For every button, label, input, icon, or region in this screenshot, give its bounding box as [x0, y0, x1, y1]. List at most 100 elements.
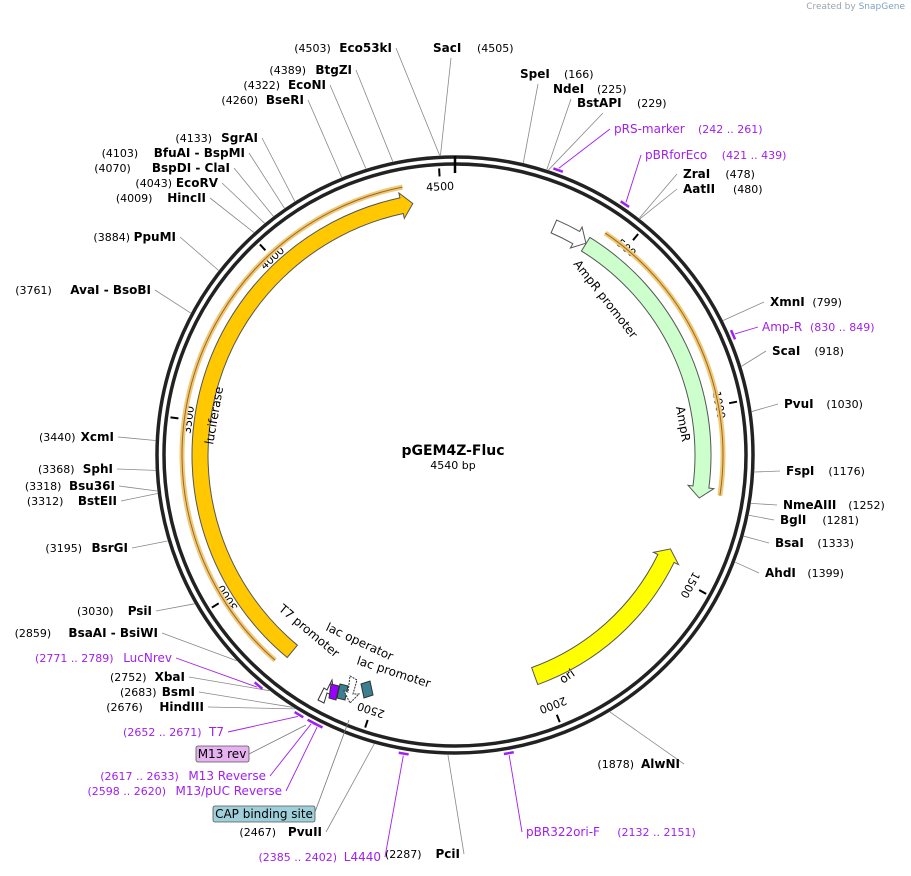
site-hindiii-name: HindIII	[159, 700, 204, 714]
primer-t7: T7(2652 .. 2671)	[123, 711, 304, 739]
primer-l4440-range: (2385 .. 2402)	[258, 851, 337, 864]
site-fspi-name: FspI	[786, 464, 814, 478]
tick-3000	[211, 602, 220, 609]
primer-m13-puc-reverse-leader	[285, 726, 318, 792]
site-bstapi-pos: (229)	[637, 97, 667, 110]
site-btgzi-name: BtgZI	[315, 63, 352, 77]
site-pvuii-name: PvuII	[288, 825, 322, 839]
site-bstapi-leader	[548, 112, 604, 171]
primer-l4440-mark	[398, 751, 409, 756]
site-saci-leader	[440, 57, 452, 156]
site-avai-bsobi-leader	[154, 289, 191, 314]
primer-prs-marker-range: (242 .. 261)	[698, 123, 763, 136]
site-xbai: XbaI(2752)	[110, 670, 270, 692]
site-bsu36i-leader	[118, 485, 158, 492]
site-saci-pos: (4505)	[477, 42, 514, 55]
site-econi-leader	[329, 84, 367, 169]
site-avai-bsobi-name: AvaI - BsoBI	[70, 283, 151, 297]
tick-2000	[555, 714, 561, 723]
site-ecorv: EcoRV(4043)	[135, 176, 265, 224]
site-bstapi-name: BstAPI	[577, 96, 622, 110]
primer-pbr322ori-f: pBR322ori-F(2132 .. 2151)	[503, 751, 696, 839]
site-bsai-leader	[743, 535, 770, 544]
site-bseri-pos: (4260)	[221, 94, 258, 107]
site-bspdi-clai: BspDI - ClaI(4070)	[94, 161, 274, 217]
plasmid-name: pGEM4Z-Fluc	[401, 443, 504, 459]
site-sphi-leader	[116, 468, 156, 471]
site-sgrai: SgrAI(4133)	[175, 131, 296, 202]
site-nmeaiii: NmeAIII(1252)	[751, 498, 885, 512]
primer-l4440-leader	[384, 755, 404, 858]
primer-m13-reverse-range: (2617 .. 2633)	[100, 770, 179, 783]
primer-m13-puc-reverse-name: M13/pUC Reverse	[176, 784, 283, 798]
primer-l4440-name: L4440	[344, 850, 381, 864]
site-ppumi-name: PpuMI	[134, 230, 176, 244]
primer-pbrforeco-leader	[625, 154, 642, 203]
site-xcmi-pos: (3440)	[39, 431, 76, 444]
primer-pbr322ori-f-range: (2132 .. 2151)	[617, 826, 696, 839]
site-eco53ki-name: Eco53kI	[339, 41, 392, 55]
snapgene-credit: Created by SnapGene	[806, 2, 905, 12]
site-bfuai-bspmi-pos: (4103)	[102, 147, 139, 160]
credit-brand: SnapGene	[858, 2, 905, 12]
primer-m13-reverse-leader	[269, 723, 312, 777]
site-bspdi-clai-leader	[233, 167, 274, 217]
primer-pbrforeco: pBRforEco(421 .. 439)	[619, 148, 787, 208]
site-xbai-name: XbaI	[155, 670, 185, 684]
site-eco53ki: Eco53kI(4503)	[294, 41, 441, 156]
site-pvui-name: PvuI	[784, 397, 814, 411]
tick-4000	[259, 243, 267, 252]
site-bspdi-clai-pos: (4070)	[94, 162, 131, 175]
site-btgzi-pos: (4389)	[269, 64, 306, 77]
site-xmni: XmnI(799)	[722, 295, 842, 321]
site-econi: EcoNI (4322)	[243, 78, 367, 169]
lac-promoter-arrow	[336, 683, 349, 701]
site-bfuai-bspmi: BfuAI - BspMI (4103)	[102, 146, 285, 209]
site-ndei-pos: (225)	[597, 83, 627, 96]
site-fspi: FspI(1176)	[754, 464, 865, 478]
site-sphi: SphI(3368)	[38, 462, 156, 476]
site-pcii-pos: (2287)	[385, 848, 422, 861]
site-saci: SacI (4505)	[433, 41, 514, 156]
primer-lucnrev-range: (2771 .. 2789)	[35, 652, 114, 665]
primer-pbrforeco-range: (421 .. 439)	[722, 149, 787, 162]
tick-label-1500: 1500	[677, 570, 702, 601]
site-bsaai-bsiwi-leader	[161, 632, 237, 662]
site-econi-name: EcoNI	[288, 78, 326, 92]
primer-pbr322ori-f-leader	[508, 755, 523, 833]
m13-rev-box: M13 rev	[195, 724, 307, 763]
site-eco53ki-leader	[395, 47, 441, 156]
site-bseri: BseRI(4260)	[221, 93, 343, 178]
site-saci-name: SacI	[433, 41, 461, 55]
site-psii-leader	[155, 603, 195, 612]
site-bsteii-pos: (3312)	[27, 495, 64, 508]
site-xmni-name: XmnI	[770, 295, 805, 309]
site-alwni: AlwNI(1878)	[597, 711, 685, 771]
site-bfuai-bspmi-name: BfuAI - BspMI	[154, 146, 245, 160]
site-psii: PsiI(3030)	[77, 603, 195, 618]
site-aatii-leader	[639, 188, 678, 220]
primer-lucnrev-mark	[253, 681, 264, 690]
tick-label-2500: 2500	[356, 699, 387, 720]
tick-label-4500: 4500	[426, 180, 455, 195]
site-ahdi-name: AhdI	[765, 566, 796, 580]
site-ecorv-pos: (4043)	[135, 177, 172, 190]
site-psii-pos: (3030)	[77, 605, 114, 618]
site-avai-bsobi-pos: (3761)	[15, 284, 52, 297]
site-ndei-leader	[546, 98, 572, 170]
primer-sites: pRS-marker(242 .. 261)pBRforEco(421 .. 4…	[35, 122, 875, 864]
site-bgli: BglI(1281)	[748, 513, 859, 527]
site-bsaai-bsiwi-name: BsaAI - BsiWI	[68, 626, 158, 640]
primer-amp-r-leader	[734, 326, 759, 335]
site-econi-pos: (4322)	[243, 79, 280, 92]
site-sgrai-leader	[261, 137, 296, 202]
restriction-sites: SacI(4505)SpeI(166)NdeI(225)BstAPI(229)Z…	[15, 41, 885, 861]
lac-region-features	[317, 675, 374, 704]
ori-arrow	[531, 548, 680, 686]
site-xmni-leader	[722, 301, 765, 321]
site-bsai-pos: (1333)	[817, 537, 854, 550]
site-sgrai-pos: (4133)	[175, 132, 212, 145]
site-xcmi-name: XcmI	[81, 430, 114, 444]
primer-prs-marker-mark	[552, 167, 564, 174]
